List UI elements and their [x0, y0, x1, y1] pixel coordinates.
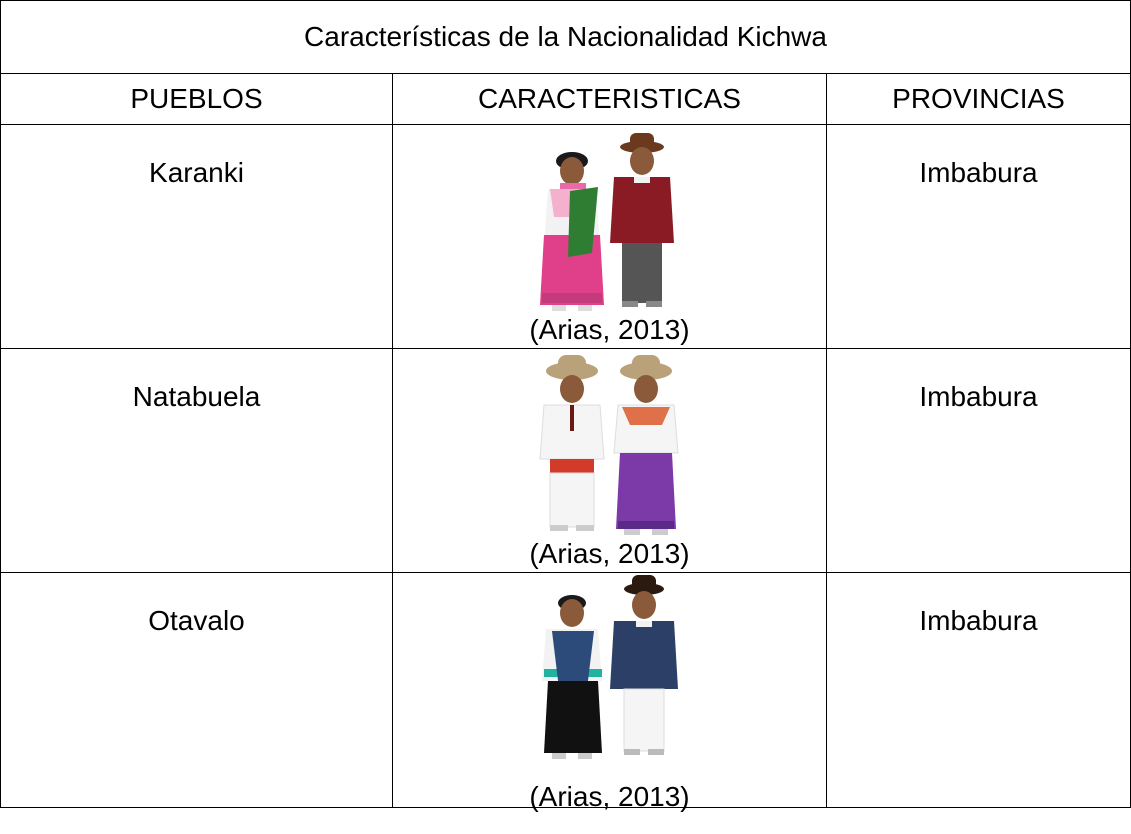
image-caption: (Arias, 2013)	[529, 314, 690, 345]
man-figure	[609, 575, 678, 755]
provincia-name: Imbabura	[919, 381, 1038, 412]
karanki-couple-illustration	[539, 133, 674, 311]
pueblo-name: Natabuela	[132, 381, 261, 412]
woman-figure	[612, 355, 679, 535]
caracteristicas-cell: (Arias, 2013)	[392, 572, 827, 812]
pueblo-cell: Natabuela	[0, 348, 393, 573]
otavalo-couple-illustration	[541, 575, 678, 759]
provincia-name: Imbabura	[919, 157, 1038, 188]
table-row: Natabuela	[0, 348, 1131, 573]
kichwa-characteristics-table: Características de la Nacionalidad Kichw…	[0, 0, 1131, 812]
provincia-cell: Imbabura	[826, 572, 1131, 808]
man-figure	[609, 133, 674, 307]
table-title: Características de la Nacionalidad Kichw…	[0, 0, 1131, 74]
pueblo-name: Otavalo	[148, 605, 245, 636]
man-figure	[538, 355, 605, 531]
table-row: Karanki	[0, 124, 1131, 349]
header-provincias: PROVINCIAS	[826, 73, 1131, 125]
provincia-cell: Imbabura	[826, 348, 1131, 573]
caracteristicas-cell: (Arias, 2013)	[392, 348, 827, 573]
provincia-name: Imbabura	[919, 605, 1038, 636]
table-row: Otavalo	[0, 572, 1131, 812]
natabuela-couple-illustration	[538, 355, 679, 535]
pueblo-name: Karanki	[149, 157, 244, 188]
header-caracteristicas: CARACTERISTICAS	[392, 73, 827, 125]
woman-figure	[541, 595, 602, 759]
header-pueblos: PUEBLOS	[0, 73, 393, 125]
pueblo-cell: Karanki	[0, 124, 393, 349]
pueblo-cell: Otavalo	[0, 572, 393, 808]
woman-figure	[539, 152, 604, 311]
image-caption: (Arias, 2013)	[529, 781, 690, 812]
image-caption: (Arias, 2013)	[529, 538, 690, 569]
caracteristicas-cell: (Arias, 2013)	[392, 124, 827, 349]
provincia-cell: Imbabura	[826, 124, 1131, 349]
